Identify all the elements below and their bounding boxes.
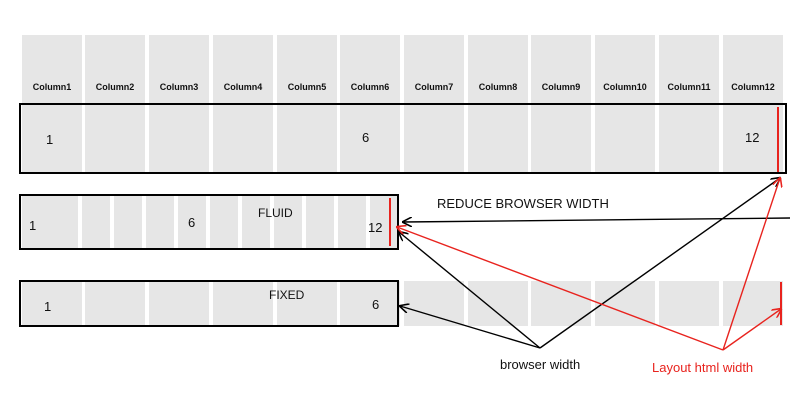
fluid-column-cell-9: [274, 196, 302, 248]
fixed-column-cell-1: [22, 281, 82, 326]
layout-html-width-label: Layout html width: [652, 360, 754, 375]
reduce-width-arrow: [403, 218, 791, 222]
fixed-column-cell-8: [468, 281, 528, 326]
fluid-column-cell-11: [338, 196, 366, 248]
layout-width-arrow-fluid: [397, 227, 724, 351]
fluid-col-6: 6: [188, 215, 196, 230]
fluid-edge-marker: [389, 198, 391, 246]
fixed-edge-marker: [780, 282, 782, 325]
top-row-col-12: 12: [745, 130, 760, 145]
fixed-column-cell-3: [149, 281, 209, 326]
browser-width-arrow-fixed: [400, 306, 541, 349]
fluid-column-cell-12: [370, 196, 398, 248]
browser-width-arrow-fluid: [399, 232, 541, 349]
fluid-col-12: 12: [368, 220, 383, 235]
column-header-5: Column5: [287, 82, 327, 92]
browser-width-arrow-top: [539, 178, 780, 349]
column-header-1: Column1: [32, 82, 72, 92]
fluid-label: FLUID: [258, 206, 293, 220]
fluid-column-cell-10: [306, 196, 334, 248]
fluid-row: [19, 194, 399, 250]
fixed-col-6: 6: [372, 297, 380, 312]
fluid-column-cell-4: [114, 196, 142, 248]
layout-width-arrow-fixed: [722, 309, 781, 351]
fixed-column-cell-7: [404, 281, 464, 326]
column-header-6: Column6: [350, 82, 390, 92]
top-row-col-1: 1: [46, 132, 54, 147]
fixed-column-cell-6: [340, 281, 400, 326]
fixed-column-cell-2: [85, 281, 145, 326]
full-width-row: [19, 103, 787, 174]
fixed-label: FIXED: [269, 288, 305, 302]
fluid-column-cell-8: [242, 196, 270, 248]
fixed-column-cell-4: [213, 281, 273, 326]
column-header-4: Column4: [223, 82, 263, 92]
top-row-col-6: 6: [362, 130, 370, 145]
column-header-10: Column10: [603, 82, 647, 92]
fixed-column-cell-11: [659, 281, 719, 326]
column-header-12: Column12: [731, 82, 775, 92]
fluid-column-cell-2: [50, 196, 78, 248]
column-header-9: Column9: [541, 82, 581, 92]
fluid-column-cell-1: [22, 196, 50, 248]
fixed-col-1: 1: [44, 299, 52, 314]
reduce-browser-width-label: REDUCE BROWSER WIDTH: [437, 196, 609, 211]
column-header-2: Column2: [95, 82, 135, 92]
column-header-3: Column3: [159, 82, 199, 92]
browser-width-label: browser width: [500, 357, 581, 372]
top-row-edge-marker: [777, 107, 779, 172]
fluid-column-cell-7: [210, 196, 238, 248]
column-header-7: Column7: [414, 82, 454, 92]
column-header-8: Column8: [478, 82, 518, 92]
fixed-column-cell-5: [277, 281, 337, 326]
fluid-column-cell-5: [146, 196, 174, 248]
column-header-11: Column11: [667, 82, 711, 92]
fluid-column-cell-6: [178, 196, 206, 248]
fluid-col-1: 1: [29, 218, 37, 233]
layout-width-arrow-top: [722, 178, 780, 351]
fluid-column-cell-3: [82, 196, 110, 248]
